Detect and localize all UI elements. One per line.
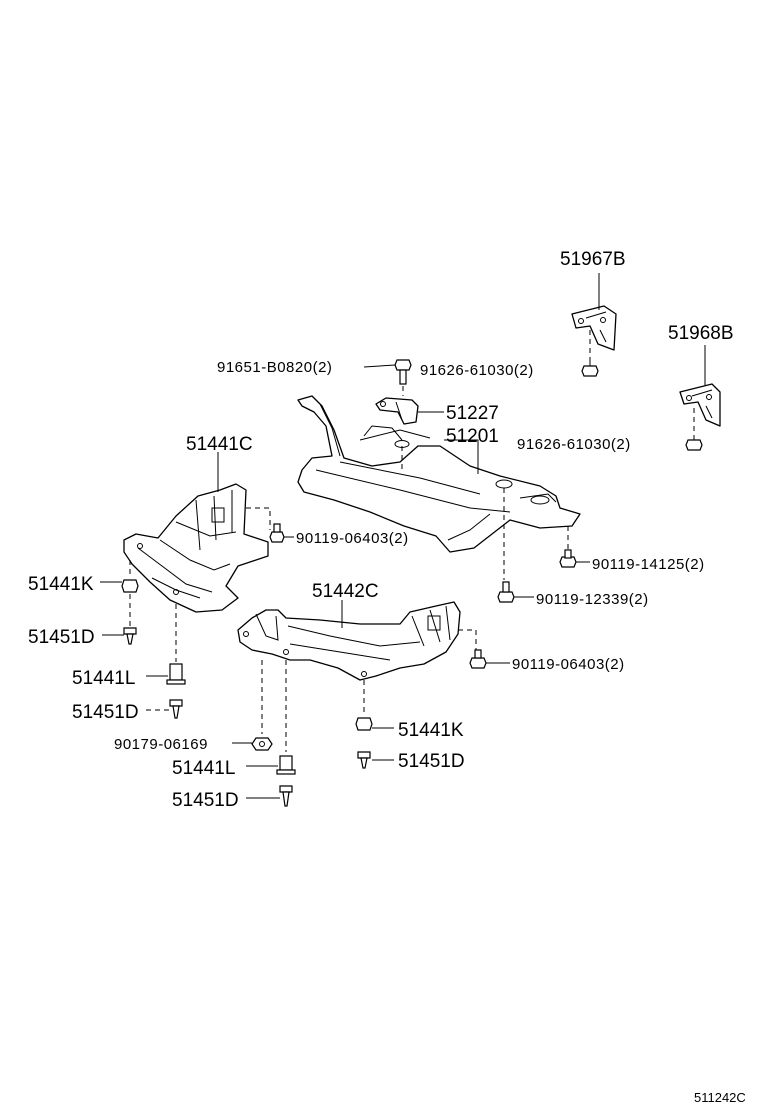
bracket-51227: [375, 397, 419, 425]
bolt-91626-a: [581, 358, 599, 377]
label-51968b: 51968B: [668, 323, 734, 344]
screw-51451d-b: [169, 699, 183, 719]
label-51451d-a: 51451D: [28, 627, 95, 648]
label-90119-12339: 90119-12339(2): [536, 591, 649, 608]
bolt-90119-06403-b: [469, 649, 487, 669]
crossmember-51201: [297, 395, 581, 553]
under-cover-51442c: [237, 601, 461, 681]
label-90119-06403-a: 90119-06403(2): [296, 530, 409, 547]
label-51451d-d: 51451D: [172, 790, 239, 811]
screw-51451d-c: [357, 751, 371, 769]
screw-51451d-a: [123, 627, 137, 645]
label-91626-61030-b: 91626-61030(2): [517, 436, 631, 453]
label-90119-14125: 90119-14125(2): [592, 556, 705, 573]
label-91626-61030-a: 91626-61030(2): [420, 362, 534, 379]
under-cover-51441c: [123, 483, 269, 613]
label-51451d-c: 51451D: [398, 751, 465, 772]
clip-51441l-b: [276, 755, 296, 775]
reference-code: 511242C: [694, 1090, 746, 1105]
label-90179-06169: 90179-06169: [114, 736, 208, 753]
bolt-90119-12339: [497, 581, 515, 603]
bolt-91651: [394, 359, 412, 385]
label-51967b: 51967B: [560, 249, 626, 270]
label-90119-06403-b: 90119-06403(2): [512, 656, 625, 673]
clip-51441k-b: [355, 717, 373, 731]
label-51441c: 51441C: [186, 434, 253, 455]
bolt-90119-14125: [559, 549, 577, 568]
clip-51441l-a: [166, 663, 186, 685]
bolt-91626-b: [685, 439, 703, 451]
nut-90179: [251, 737, 273, 751]
label-51201: 51201: [446, 426, 499, 447]
screw-51451d-d: [279, 785, 293, 807]
label-51227: 51227: [446, 403, 499, 424]
bracket-51967b: [571, 305, 617, 351]
bolt-90119-06403-a: [269, 523, 285, 543]
label-51441k-a: 51441K: [28, 574, 94, 595]
label-51441k-b: 51441K: [398, 720, 464, 741]
clip-51441k-a: [121, 579, 139, 593]
label-51441l-a: 51441L: [72, 668, 135, 689]
bracket-51968b: [679, 383, 721, 427]
label-91651-b0820: 91651-B0820(2): [217, 359, 332, 376]
label-51451d-b: 51451D: [72, 702, 139, 723]
label-51441l-b: 51441L: [172, 758, 235, 779]
label-51442c: 51442C: [312, 581, 379, 602]
